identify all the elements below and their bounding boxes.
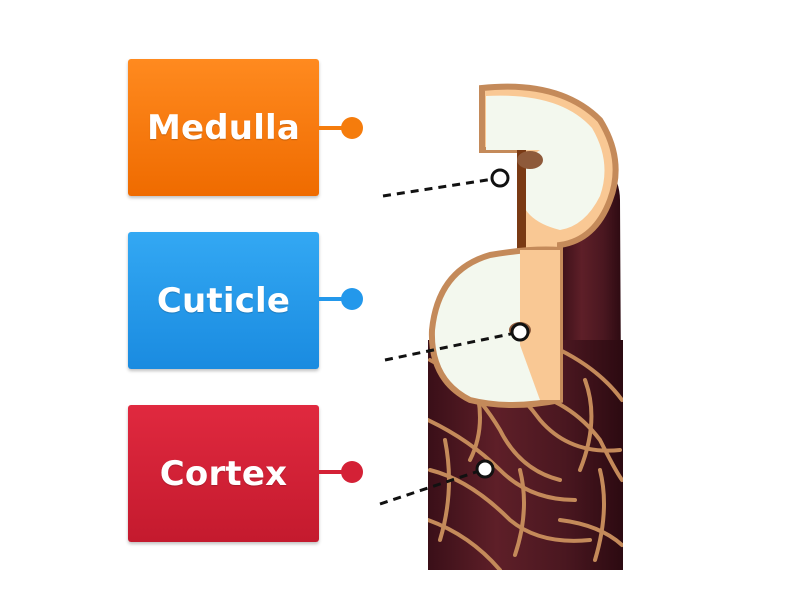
cortex-connector-dot[interactable]: [341, 461, 363, 483]
cuticle-label-text: Cuticle: [156, 280, 291, 321]
target-point-lower[interactable]: [510, 322, 530, 342]
cuticle-label-card[interactable]: Cuticle: [128, 232, 319, 369]
medulla-label-text: Medulla: [146, 107, 301, 148]
cuticle-connector: [319, 297, 355, 301]
cuticle-connector-dot[interactable]: [341, 288, 363, 310]
cortex-connector: [319, 470, 355, 474]
medulla-label-card[interactable]: Medulla: [128, 59, 319, 196]
cortex-label-text: Cortex: [159, 453, 288, 494]
leader-lines: [379, 176, 521, 506]
cortex-label-card[interactable]: Cortex: [128, 405, 319, 542]
medulla-connector-dot[interactable]: [341, 117, 363, 139]
medulla-channel: [517, 150, 526, 330]
medulla-connector: [319, 126, 355, 130]
cuticle-scales: [428, 340, 623, 570]
target-point-medulla[interactable]: [490, 168, 510, 188]
target-point-cortex[interactable]: [475, 459, 495, 479]
